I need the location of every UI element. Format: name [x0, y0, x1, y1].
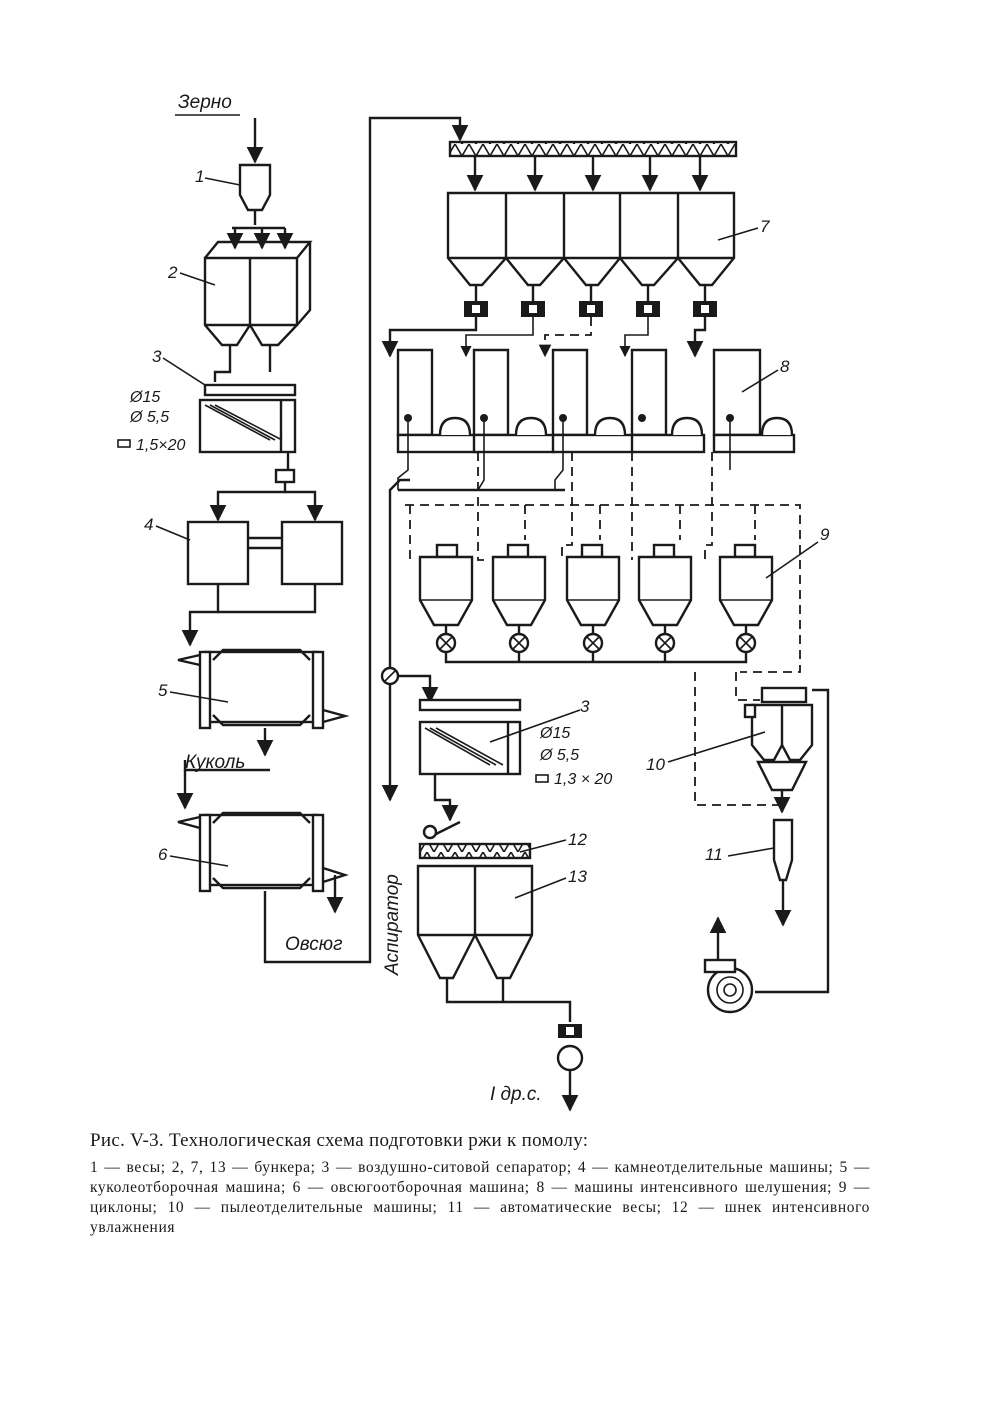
separator-3-right — [418, 698, 522, 822]
label-oat-out: Овсюг — [285, 934, 342, 955]
huller-8 — [472, 348, 556, 491]
cockle-machine-5 — [176, 648, 350, 810]
label-hopper-2: 2 — [167, 263, 178, 282]
left-line — [175, 114, 469, 964]
weigher-1 — [238, 163, 272, 225]
label-weigher-1: 1 — [195, 167, 204, 186]
label-sieve-2-right: Ø 5,5 — [539, 747, 579, 764]
separator-3-left — [198, 383, 297, 484]
hopper-2 — [203, 240, 313, 382]
label-output: I др.с. — [490, 1084, 542, 1105]
caption-legend: 1 — весы; 2, 7, 13 — бункера; 3 — воздуш… — [90, 1159, 870, 1236]
dust-machine-10 — [694, 672, 830, 994]
label-hopper-13: 13 — [568, 867, 587, 886]
cyclone-9-group — [418, 543, 774, 664]
cyclone-9 — [718, 543, 774, 654]
figure-caption: Рис. V-3. Технологическая схема подготов… — [90, 1130, 870, 1238]
caption-title: Рис. V-3. Технологическая схема подготов… — [90, 1130, 589, 1151]
auto-scale-11 — [772, 818, 794, 927]
cyclone-9 — [418, 543, 474, 654]
label-sieve-1-right: Ø15 — [539, 725, 570, 742]
diagram-labels: Зерно 1 2 3 Ø15 Ø 5,5 1,5×20 4 5 Куколь … — [117, 92, 830, 1105]
label-cyclone-9: 9 — [820, 525, 830, 544]
label-sieve-1-left: Ø15 — [129, 389, 160, 406]
label-stone-separator-4: 4 — [144, 515, 153, 534]
cyclone-9 — [565, 543, 621, 654]
label-screw-12: 12 — [568, 830, 587, 849]
label-sieve-3-right: 1,3 × 20 — [554, 771, 612, 788]
label-hopper-7: 7 — [760, 217, 770, 236]
stone-separator-4 — [181, 520, 344, 647]
hopper-7 — [381, 191, 736, 358]
huller-8 — [630, 348, 706, 454]
label-sieve-2-left: Ø 5,5 — [129, 409, 169, 426]
huller-8 — [396, 348, 480, 490]
fan — [703, 916, 754, 1014]
oat-machine-6 — [177, 116, 469, 964]
huller-8-group — [396, 348, 801, 673]
label-sieve-3-left: 1,5×20 — [136, 437, 185, 454]
process-flow-diagram: Зерно 1 2 3 Ø15 Ø 5,5 1,5×20 4 5 Куколь … — [117, 92, 830, 1112]
label-cockle-out: Куколь — [185, 752, 245, 773]
cyclone-9 — [491, 543, 547, 654]
huller-8 — [712, 348, 796, 470]
screw-12 — [418, 820, 532, 860]
label-cockle-machine-5: 5 — [158, 681, 168, 700]
cyclone-9 — [637, 543, 693, 654]
label-auto-scale-11: 11 — [705, 845, 723, 864]
label-oat-machine-6: 6 — [158, 845, 168, 864]
label-aspirator: Аспиратор — [382, 874, 403, 976]
label-huller-8: 8 — [780, 357, 790, 376]
huller-8 — [551, 348, 635, 490]
hopper-13 — [416, 864, 584, 1112]
distribution-conveyor — [448, 140, 738, 192]
label-grain-input: Зерно — [178, 92, 232, 113]
label-separator-3-right: 3 — [580, 697, 590, 716]
label-separator-3-left: 3 — [152, 347, 162, 366]
label-dust-machine-10: 10 — [646, 755, 665, 774]
